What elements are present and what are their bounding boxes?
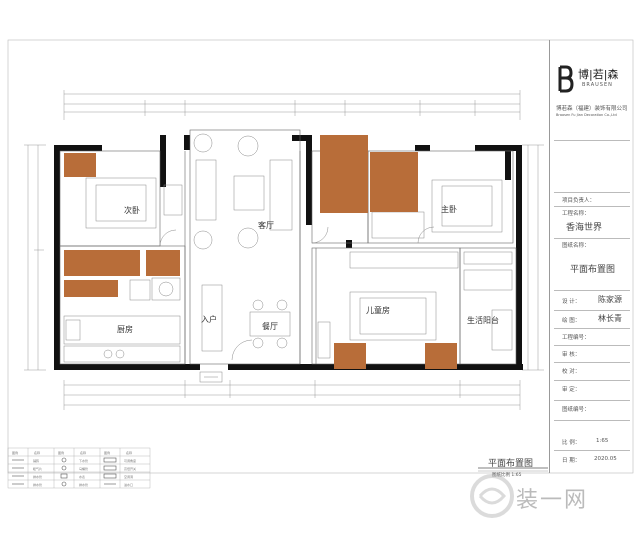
svg-text:名称: 名称 (126, 450, 132, 455)
label-dining: 餐厅 (262, 322, 278, 331)
kids-bed (349, 291, 437, 341)
dimension-lines-left (24, 144, 46, 371)
accent-blocks (64, 135, 457, 369)
project-label: 项目负责人： (562, 198, 596, 204)
date-value: 2020.05 (594, 456, 617, 462)
row-drawing-no: 图纸编号： (562, 407, 590, 413)
coffee-table (233, 175, 265, 211)
armchair-3 (193, 230, 213, 250)
entry-cabinet (201, 284, 223, 352)
row-scale-label: 比 例： (562, 440, 581, 446)
label-entry: 入户 (201, 314, 217, 324)
legend-symbols (12, 457, 117, 487)
armchair-1 (193, 133, 213, 153)
entry-step (199, 371, 223, 383)
brand-mark-icon (558, 65, 574, 93)
designer-label: 设 计： (562, 299, 581, 305)
project-name: 香海世界 (566, 223, 603, 233)
master-wardrobe (371, 211, 425, 239)
svg-text:高低开关: 高低开关 (124, 466, 136, 471)
svg-text:排水管: 排水管 (33, 482, 42, 487)
living-sofa (195, 159, 217, 221)
drawing-name: 平面布置图 (570, 265, 616, 275)
wardrobe (163, 184, 183, 216)
label-kids-room: 儿童房 (366, 305, 390, 315)
legend-text: 图例 名称 图例 名称 图例 名称 铺砖 下水管 可调角度 暖气片 马桶管 高低… (12, 450, 136, 487)
svg-text:名称: 名称 (34, 450, 40, 455)
dimension-lines-top (63, 90, 521, 120)
row-review: 审 核： (562, 352, 581, 358)
kids-wardrobe (349, 251, 459, 269)
furniture (63, 133, 513, 363)
row-approve: 审 定： (562, 387, 581, 393)
exterior-walls (54, 135, 523, 370)
second-bedroom-bed (85, 177, 157, 229)
company-name: 博若森（福建）装饰有限公司 (556, 106, 628, 112)
watermark-logo (466, 470, 626, 522)
drawing-subtitle: 图纸比例 1:65 (492, 473, 522, 478)
tv-cabinet (269, 159, 293, 231)
designer-name: 陈家源 (598, 295, 622, 304)
row-check: 校 对： (562, 369, 581, 375)
svg-text:可调角度: 可调角度 (124, 458, 136, 463)
brand-name-en: BRAUSEN (582, 82, 613, 88)
drawing-name-label: 图纸名称： (562, 243, 590, 249)
watermark-text: 装一网 (516, 488, 589, 513)
svg-text:名称: 名称 (80, 450, 86, 455)
svg-text:暖气片: 暖气片 (33, 466, 42, 471)
drafter-name: 林长青 (598, 314, 622, 323)
scale-value: 1:65 (596, 438, 609, 444)
armchair-4 (237, 227, 259, 249)
label-living-room: 客厅 (258, 220, 274, 230)
legend-table (7, 447, 151, 489)
title-block (549, 40, 634, 473)
sheet-border (7, 39, 634, 474)
svg-text:图例: 图例 (58, 450, 64, 455)
svg-text:图例: 图例 (104, 450, 110, 455)
dining-table (249, 311, 291, 337)
svg-text:下水管: 下水管 (79, 458, 88, 463)
project-name-label: 工程名称： (562, 211, 590, 217)
row-project-no: 工程编号： (562, 335, 590, 341)
label-utility-balcony: 生活阳台 (467, 315, 499, 325)
svg-text:图例: 图例 (12, 450, 18, 455)
svg-text:进水口: 进水口 (124, 482, 133, 487)
armchair-2 (237, 135, 259, 157)
master-bedroom-bed (431, 179, 503, 233)
drawing-title: 平面布置图 (488, 459, 534, 469)
brand-logo (556, 64, 634, 94)
svg-text:空调洞: 空调洞 (124, 474, 133, 479)
brand-name-cn: 博|若|森 (578, 68, 619, 81)
company-name-en: Braosen Fu Jian Decoration Co.,Ltd (556, 113, 617, 117)
svg-text:铺砖: 铺砖 (33, 458, 39, 463)
drafter-label: 绘 图： (562, 318, 581, 324)
svg-text:水表: 水表 (79, 474, 85, 479)
svg-text:排水管: 排水管 (33, 474, 42, 479)
row-date-label: 日 期： (562, 458, 581, 464)
svg-text:马桶管: 马桶管 (79, 466, 88, 471)
dimension-lines-right (522, 144, 544, 371)
label-master-bedroom: 主卧 (441, 204, 457, 214)
kitchen-counter (63, 315, 181, 345)
svg-text:排水管: 排水管 (79, 482, 88, 487)
label-second-bedroom: 次卧 (124, 205, 140, 215)
label-kitchen: 厨房 (117, 324, 133, 334)
dimension-lines-bottom (63, 380, 521, 410)
